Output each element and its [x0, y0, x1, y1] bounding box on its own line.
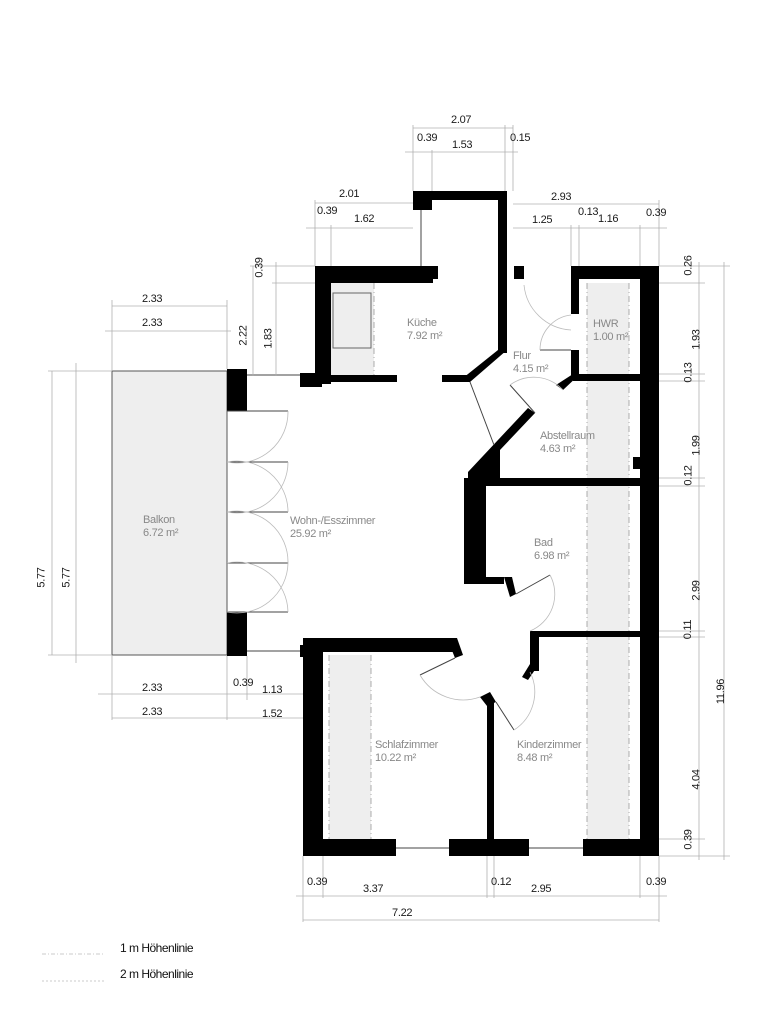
- walls: [227, 191, 659, 856]
- dimension-lines: [48, 125, 730, 922]
- dim-label: 3.37: [363, 883, 384, 895]
- legend-1m-label: 1 m Höhenlinie: [120, 941, 194, 955]
- room-area: 25.92 m²: [290, 528, 332, 540]
- dim-label: 1.16: [598, 213, 619, 225]
- balkon-area: [111, 370, 228, 656]
- dim-label: 0.39: [682, 829, 695, 850]
- dim-label: 2.22: [237, 325, 250, 346]
- room-area: 6.72 m²: [143, 527, 179, 539]
- room-name: HWR: [593, 318, 619, 330]
- legend-2m-label: 2 m Höhenlinie: [120, 967, 194, 981]
- dim-label: 0.15: [510, 132, 531, 144]
- dim-label: 11.96: [715, 678, 728, 705]
- dim-label: 0.13: [578, 206, 599, 218]
- room-name: Schlafzimmer: [375, 739, 439, 751]
- dim-label: 0.12: [491, 876, 512, 888]
- dim-label: 0.39: [317, 205, 338, 217]
- dim-label: 1.13: [262, 684, 283, 696]
- dim-label: 2.01: [339, 188, 360, 200]
- dim-label: 1.99: [690, 435, 703, 456]
- room-name: Wohn-/Esszimmer: [290, 515, 376, 527]
- room-name: Kinderzimmer: [517, 739, 582, 751]
- dim-label: 0.12: [682, 465, 695, 486]
- dim-label: 1.62: [354, 213, 375, 225]
- dim-label: 0.39: [307, 876, 328, 888]
- room-area: 4.63 m²: [540, 443, 576, 455]
- dim-label: 1.53: [452, 139, 473, 151]
- dim-label: 0.26: [682, 255, 695, 276]
- room-area: 4.15 m²: [513, 363, 549, 375]
- dim-label: 0.39: [646, 207, 667, 219]
- dim-label: 0.11: [682, 619, 695, 640]
- dim-label: 2.33: [142, 706, 163, 718]
- dim-label: 0.39: [646, 876, 667, 888]
- dim-label: 2.33: [142, 293, 163, 305]
- dim-label: 0.39: [417, 132, 438, 144]
- room-area: 1.00 m²: [593, 331, 629, 343]
- dim-label: 0.39: [253, 257, 266, 278]
- dim-label: 1.83: [262, 328, 275, 349]
- dim-label: 5.77: [35, 567, 48, 588]
- dim-label: 0.39: [233, 677, 254, 689]
- room-area: 10.22 m²: [375, 752, 417, 764]
- dim-label: 2.99: [690, 580, 703, 601]
- dim-label: 0.13: [682, 362, 695, 383]
- dim-label: 1.93: [690, 329, 703, 350]
- dim-label: 2.07: [451, 114, 472, 126]
- room-name: Flur: [513, 350, 531, 362]
- room-area: 8.48 m²: [517, 752, 553, 764]
- room-name: Bad: [534, 537, 553, 549]
- room-area: 6.98 m²: [534, 550, 570, 562]
- dim-label: 2.93: [551, 191, 572, 203]
- room-name: Abstellraum: [540, 430, 595, 442]
- dim-label: 2.95: [531, 883, 552, 895]
- room-name: Küche: [407, 317, 437, 329]
- dim-label: 2.33: [142, 317, 163, 329]
- dim-label: 4.04: [690, 769, 703, 790]
- dim-label: 2.33: [142, 682, 163, 694]
- room-name: Balkon: [143, 514, 175, 526]
- dim-label: 5.77: [60, 567, 73, 588]
- dim-label: 7.22: [392, 907, 413, 919]
- dim-label: 1.25: [532, 214, 553, 226]
- room-area: 7.92 m²: [407, 330, 443, 342]
- dim-label: 1.52: [262, 708, 283, 720]
